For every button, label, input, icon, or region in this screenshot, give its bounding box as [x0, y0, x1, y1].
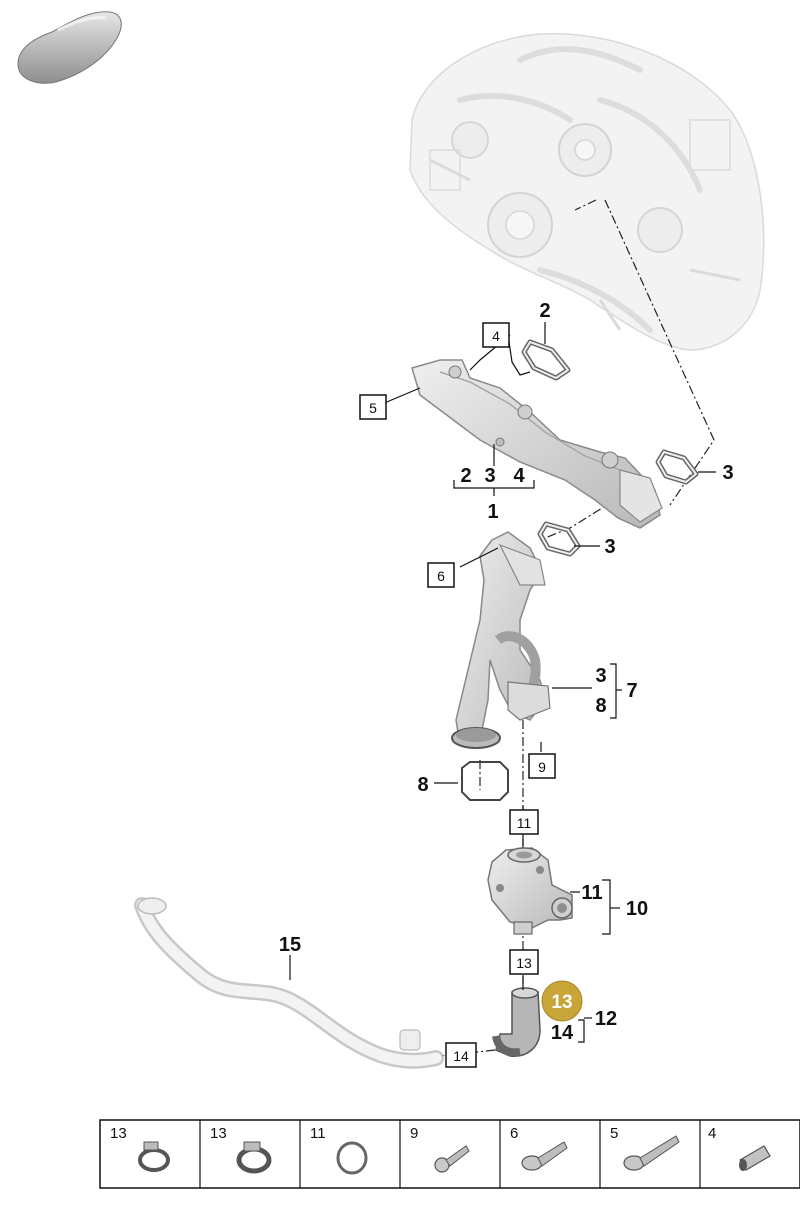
highlight-callout-13[interactable]: 13: [541, 980, 583, 1022]
label-group-7-b: 8: [595, 695, 606, 717]
legend-number-1: 13: [210, 1125, 227, 1142]
label-part-8: 8: [417, 774, 428, 796]
fastener-legend: 13 13 11 9 6: [99, 1119, 800, 1189]
label-part-12: 12: [595, 1008, 617, 1030]
legend-cell-1[interactable]: 13: [210, 1125, 272, 1174]
callout-box-11: 11: [509, 809, 539, 835]
callout-box-13-label: 13: [516, 955, 532, 971]
label-group-1-c: 4: [513, 465, 525, 487]
coolant-manifold-part: [411, 359, 663, 529]
hose-clamp-icon: [236, 1141, 272, 1174]
gasket-part-2: [521, 339, 571, 381]
vehicle-thumbnail-icon: [17, 11, 122, 84]
callout-box-13: 13: [509, 949, 539, 975]
legend-number-2: 11: [310, 1125, 326, 1142]
label-part-1: 1: [487, 501, 498, 523]
label-part-15: 15: [279, 934, 301, 956]
flange-bolt-icon: [623, 1135, 680, 1171]
label-part-7: 7: [626, 680, 637, 702]
clamp-part-8: [461, 761, 509, 801]
label-part-14: 14: [551, 1022, 574, 1044]
legend-cell-5[interactable]: 5: [610, 1125, 680, 1171]
callout-box-4: 4: [482, 322, 510, 348]
legend-cell-0[interactable]: 13: [110, 1125, 170, 1172]
o-ring-icon: [336, 1141, 368, 1175]
callout-box-9: 9: [528, 753, 556, 779]
label-part-10: 10: [626, 898, 648, 920]
legend-cell-4[interactable]: 6: [510, 1125, 568, 1171]
callout-box-6: 6: [427, 562, 455, 588]
sleeve-icon: [739, 1145, 771, 1171]
label-part-3-mid: 3: [604, 536, 615, 558]
legend-number-3: 9: [410, 1125, 418, 1142]
callout-box-5-label: 5: [369, 400, 377, 416]
callout-box-9-label: 9: [538, 759, 546, 775]
legend-number-4: 6: [510, 1125, 518, 1142]
legend-cell-6[interactable]: 4: [708, 1125, 771, 1171]
legend-cell-2[interactable]: 11: [310, 1125, 368, 1175]
label-part-11: 11: [581, 882, 602, 904]
label-group-1-b: 3: [484, 465, 495, 487]
callout-box-5: 5: [359, 394, 387, 420]
gasket-part-3-right: [655, 449, 699, 485]
callout-box-6-label: 6: [437, 568, 445, 584]
label-group-1-a: 2: [460, 465, 471, 487]
label-group-7-a: 3: [595, 665, 606, 687]
label-part-2: 2: [539, 300, 550, 322]
legend-cell-3[interactable]: 9: [410, 1125, 470, 1173]
highlight-callout-13-label: 13: [551, 992, 572, 1013]
legend-number-6: 4: [708, 1125, 716, 1142]
callout-box-14: 14: [445, 1042, 477, 1068]
hose-clamp-icon: [138, 1141, 170, 1172]
legend-number-5: 5: [610, 1125, 618, 1142]
engine-ghost-illustration: [409, 32, 765, 351]
thermostat-housing-part-10: [487, 847, 573, 935]
label-part-3-right: 3: [722, 462, 733, 484]
flange-bolt-icon: [521, 1141, 568, 1171]
coolant-pipe-part-7: [451, 531, 551, 749]
elbow-hose-part-12: [492, 987, 541, 1057]
callout-box-4-label: 4: [492, 328, 500, 344]
callout-box-11-label: 11: [517, 815, 532, 831]
bolt-icon: [434, 1145, 470, 1173]
coolant-hose-part-15: [134, 897, 444, 1069]
gasket-part-3-mid: [537, 521, 581, 557]
callout-box-14-label: 14: [453, 1048, 469, 1064]
legend-number-0: 13: [110, 1125, 127, 1142]
